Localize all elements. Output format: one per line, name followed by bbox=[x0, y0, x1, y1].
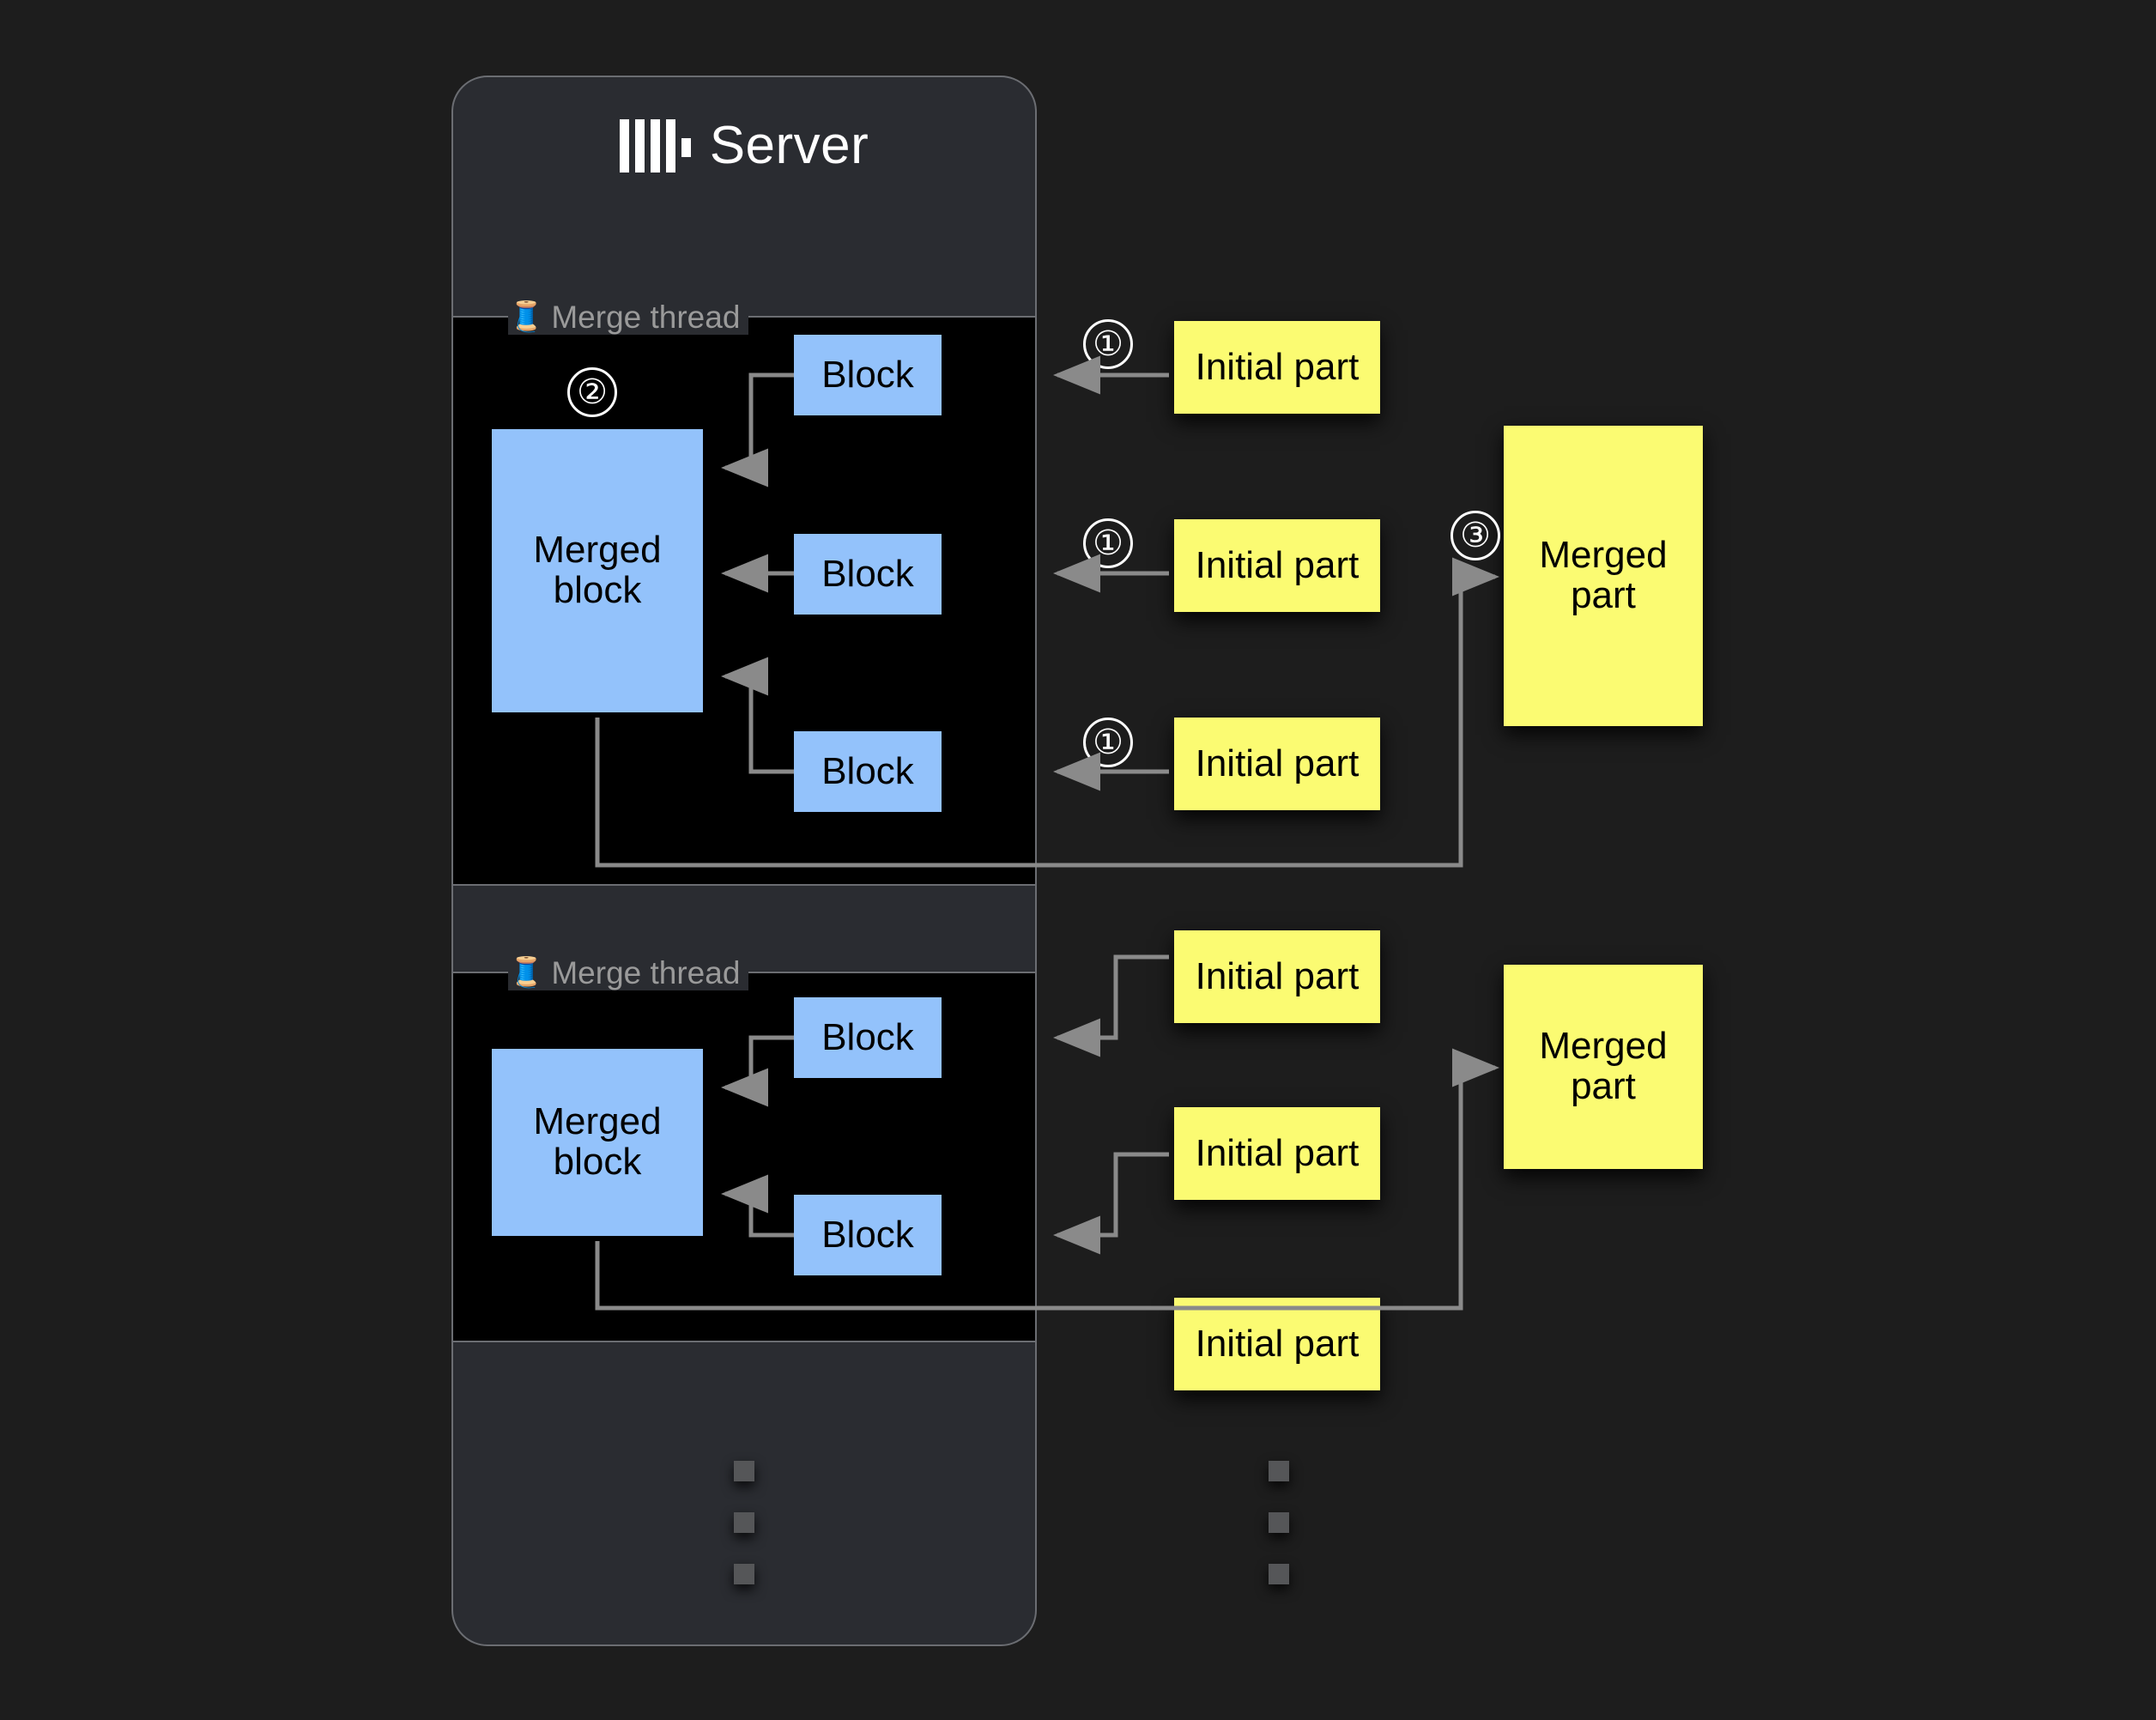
merged-part-1: Merged part bbox=[1504, 426, 1703, 726]
arrow-initialpart5-to-block bbox=[1053, 1152, 1169, 1255]
block-1-3: Block bbox=[794, 731, 942, 812]
clickhouse-logo-icon bbox=[619, 118, 691, 173]
initial-part-6: Initial part bbox=[1174, 1298, 1380, 1390]
block-1-2: Block bbox=[794, 534, 942, 615]
initial-part-3: Initial part bbox=[1174, 718, 1380, 810]
merged-block-2: Merged block bbox=[492, 1049, 703, 1236]
block-2-2: Block bbox=[794, 1195, 942, 1275]
step-number-3: ③ bbox=[1450, 511, 1500, 560]
step-number-2: ② bbox=[567, 367, 617, 417]
initial-part-2: Initial part bbox=[1174, 519, 1380, 612]
merge-thread-label-text: Merge thread bbox=[551, 954, 741, 990]
thread-spool-icon: 🧵 bbox=[508, 300, 545, 333]
vertical-ellipsis-server bbox=[734, 1461, 754, 1615]
block-2-1: Block bbox=[794, 997, 942, 1078]
step-number-1-a: ① bbox=[1083, 319, 1133, 369]
merge-thread-label-1: 🧵 Merge thread bbox=[508, 299, 749, 335]
initial-part-4: Initial part bbox=[1174, 930, 1380, 1023]
merge-thread-label-text: Merge thread bbox=[551, 299, 741, 335]
block-1-1: Block bbox=[794, 335, 942, 415]
step-number-1-b: ① bbox=[1083, 518, 1133, 568]
merge-thread-label-2: 🧵 Merge thread bbox=[508, 954, 749, 990]
thread-spool-icon: 🧵 bbox=[508, 956, 545, 989]
vertical-ellipsis-parts bbox=[1269, 1461, 1289, 1615]
initial-part-1: Initial part bbox=[1174, 321, 1380, 414]
arrow-initialpart4-to-block bbox=[1053, 954, 1169, 1057]
merged-block-1: Merged block bbox=[492, 429, 703, 712]
server-title: Server bbox=[451, 115, 1037, 176]
merged-part-2: Merged part bbox=[1504, 965, 1703, 1169]
initial-part-5: Initial part bbox=[1174, 1107, 1380, 1200]
step-number-1-c: ① bbox=[1083, 718, 1133, 767]
server-title-text: Server bbox=[709, 116, 869, 175]
